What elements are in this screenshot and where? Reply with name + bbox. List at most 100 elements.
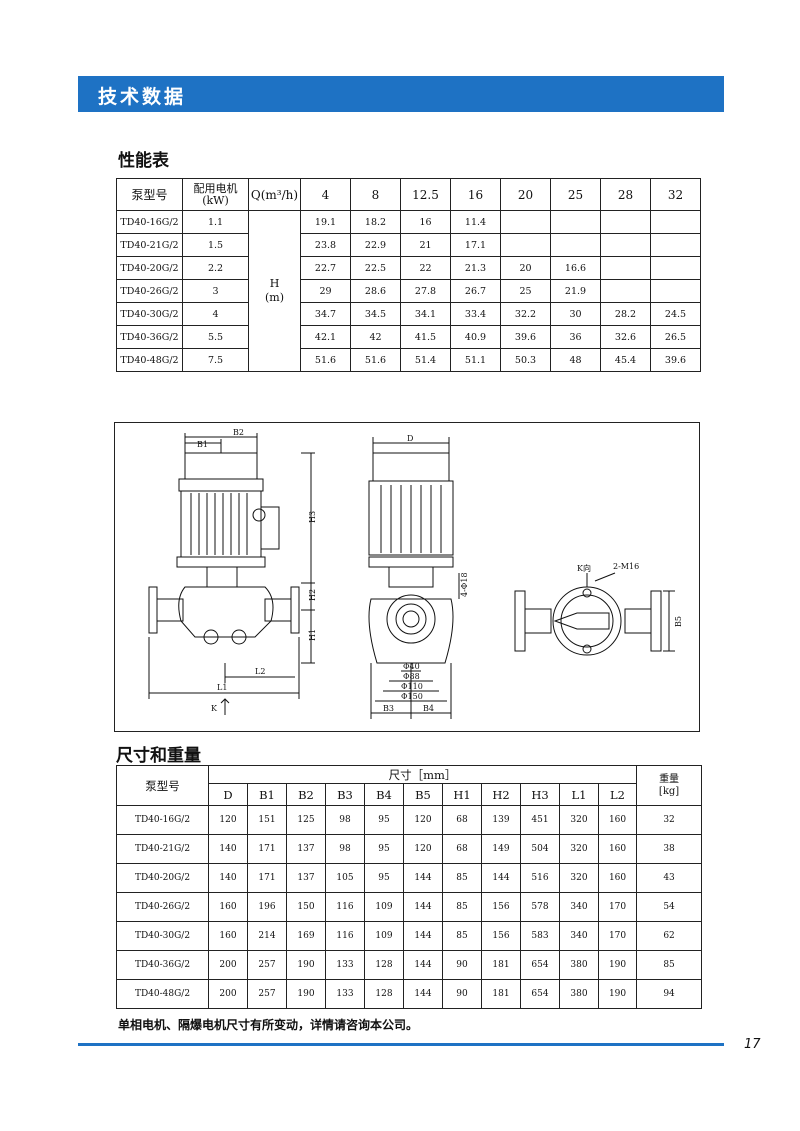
head-value-cell: 34.7 bbox=[300, 302, 351, 326]
label-phi110: Φ110 bbox=[401, 682, 423, 691]
dim-value-cell: 116 bbox=[325, 921, 365, 951]
dim-value-cell: 125 bbox=[286, 805, 326, 835]
dim-value-cell: 170 bbox=[597, 921, 638, 951]
pump-drawing: B1 B2 H3 H2 H1 L2 L1 K D 4-Φ18 Φ40 Φ88 Φ… bbox=[148, 428, 683, 719]
head-value-cell: 51.4 bbox=[400, 348, 451, 372]
dim-col-header: H3 bbox=[520, 783, 560, 806]
head-value-cell: 18.2 bbox=[350, 210, 401, 234]
col-header-model: 泵型号 bbox=[116, 178, 183, 211]
head-value-cell: 16.6 bbox=[550, 256, 601, 280]
head-unit: (m) bbox=[264, 291, 284, 304]
head-value-cell: 51.6 bbox=[300, 348, 351, 372]
dim-value-cell: 144 bbox=[403, 950, 443, 980]
head-value-cell: 23.8 bbox=[300, 233, 351, 257]
dim-col-header: B5 bbox=[403, 783, 443, 806]
head-value-cell: 51.1 bbox=[450, 348, 501, 372]
label-l2: L2 bbox=[255, 667, 265, 676]
dim-value-cell: 451 bbox=[520, 805, 560, 835]
dim-value-cell: 90 bbox=[442, 950, 482, 980]
head-value-cell: 42 bbox=[350, 325, 401, 349]
head-value-cell bbox=[500, 233, 551, 257]
head-value-cell: 21.3 bbox=[450, 256, 501, 280]
head-value-cell: 21 bbox=[400, 233, 451, 257]
dim-value-cell: 320 bbox=[559, 805, 599, 835]
head-value-cell: 20 bbox=[500, 256, 551, 280]
label-2-m16: 2-M16 bbox=[613, 562, 639, 571]
flow-header: 12.5 bbox=[400, 178, 451, 211]
dim-value-cell: 320 bbox=[559, 834, 599, 864]
dim-value-cell: 120 bbox=[403, 805, 443, 835]
label-l1: L1 bbox=[217, 683, 227, 692]
label-d: D bbox=[407, 434, 413, 443]
dim-value-cell: 160 bbox=[597, 863, 638, 893]
dim-value-cell: 320 bbox=[559, 863, 599, 893]
label-phi88: Φ88 bbox=[403, 672, 420, 681]
head-value-cell: 29 bbox=[300, 279, 351, 303]
flow-header: 28 bbox=[600, 178, 651, 211]
head-value-cell: 51.6 bbox=[350, 348, 401, 372]
dim-col-header: B2 bbox=[286, 783, 326, 806]
dim-col-header: L1 bbox=[559, 783, 599, 806]
dim-value-cell: 190 bbox=[286, 950, 326, 980]
header-banner: 技术数据 bbox=[78, 76, 724, 112]
head-value-cell: 39.6 bbox=[650, 348, 701, 372]
motor-cell: 5.5 bbox=[182, 325, 249, 349]
flow-header: 32 bbox=[650, 178, 701, 211]
dim-value-cell: 156 bbox=[481, 892, 521, 922]
col-header-model: 泵型号 bbox=[116, 765, 209, 806]
head-value-cell: 27.8 bbox=[400, 279, 451, 303]
dim-value-cell: 200 bbox=[208, 979, 248, 1009]
head-symbol: H bbox=[269, 277, 280, 290]
model-cell: TD40-48G/2 bbox=[116, 348, 183, 372]
dim-value-cell: 95 bbox=[364, 863, 404, 893]
dim-value-cell: 85 bbox=[442, 921, 482, 951]
motor-cell: 7.5 bbox=[182, 348, 249, 372]
model-cell: TD40-21G/2 bbox=[116, 233, 183, 257]
dim-value-cell: 169 bbox=[286, 921, 326, 951]
label-b3: B3 bbox=[383, 704, 394, 713]
dim-value-cell: 144 bbox=[481, 863, 521, 893]
dim-col-header: B1 bbox=[247, 783, 287, 806]
dim-value-cell: 181 bbox=[481, 979, 521, 1009]
head-value-cell: 22.9 bbox=[350, 233, 401, 257]
head-value-cell: 21.9 bbox=[550, 279, 601, 303]
dim-col-header: B3 bbox=[325, 783, 365, 806]
motor-cell: 2.2 bbox=[182, 256, 249, 280]
weight-cell: 62 bbox=[636, 921, 703, 951]
head-value-cell: 25 bbox=[500, 279, 551, 303]
model-cell: TD40-30G/2 bbox=[116, 302, 183, 326]
dim-value-cell: 144 bbox=[403, 921, 443, 951]
dim-value-cell: 200 bbox=[208, 950, 248, 980]
weight-cell: 85 bbox=[636, 950, 703, 980]
dim-value-cell: 144 bbox=[403, 979, 443, 1009]
dim-value-cell: 190 bbox=[597, 979, 638, 1009]
dim-value-cell: 139 bbox=[481, 805, 521, 835]
dim-value-cell: 68 bbox=[442, 805, 482, 835]
dim-value-cell: 120 bbox=[208, 805, 248, 835]
dim-value-cell: 257 bbox=[247, 950, 287, 980]
head-value-cell bbox=[650, 256, 701, 280]
label-k-direction: K向 bbox=[577, 563, 591, 573]
dim-value-cell: 140 bbox=[208, 834, 248, 864]
head-value-cell: 32.6 bbox=[600, 325, 651, 349]
dim-value-cell: 170 bbox=[597, 892, 638, 922]
weight-cell: 54 bbox=[636, 892, 703, 922]
dim-value-cell: 128 bbox=[364, 950, 404, 980]
dim-value-cell: 98 bbox=[325, 805, 365, 835]
label-phi150: Φ150 bbox=[401, 692, 423, 701]
head-value-cell: 33.4 bbox=[450, 302, 501, 326]
page-title: 技术数据 bbox=[98, 86, 187, 108]
side-view bbox=[368, 437, 460, 719]
dimensions-title: 尺寸和重量 bbox=[116, 746, 201, 766]
label-b2: B2 bbox=[233, 428, 244, 437]
dim-value-cell: 137 bbox=[286, 863, 326, 893]
